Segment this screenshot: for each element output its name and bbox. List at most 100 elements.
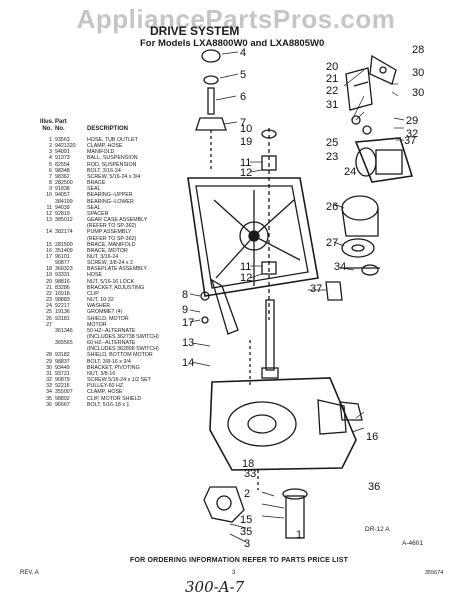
row-part-no: 94091 [55,149,70,156]
row-description: CLAMP, HOSE [87,389,123,396]
shaft-part [265,299,275,371]
row-part-no: 94057 [55,192,70,199]
row-illus-no: 19 [46,272,52,279]
header-part: Part [55,119,67,125]
row-illus-no: 34 [46,389,52,396]
row-description: SCREW, 5/16-24 x 3/4 [87,173,141,180]
table-row: (INCLUDES 362898 SWITCH) [40,346,220,352]
row-part-no: 93563 [55,137,70,143]
motor-part [354,137,414,183]
row-description: BEARING--UPPER [87,192,133,199]
row-illus-no: 14 [46,229,52,236]
row-description: SHIELD, BOTTOM MOTOR [87,352,153,359]
callout-number: 6 [240,91,246,103]
row-illus-no: 9 [49,186,52,193]
row-part-no: 96667 [55,401,70,408]
row-illus-no: 4 [49,155,52,162]
row-part-no: 98362 [55,173,70,180]
row-description: GEAR CASE ASSEMBLY [87,217,148,224]
row-description: NUT, 3/8-16 [87,370,116,377]
row-description: MOTOR [87,321,107,328]
row-description: SCREW, 3/8-24 x 2 [87,260,133,267]
row-illus-no: 8 [49,180,52,187]
row-illus-no: 36 [46,401,52,408]
page-title: DRIVE SYSTEM [150,24,240,38]
row-description: BOLT, 3/8-16 x 3/4 [87,358,131,365]
row-part-no: 384199 [55,198,73,205]
row-description: SEAL [87,204,101,211]
callout-number: 2 [244,488,250,500]
callout-number: 13 [182,337,194,349]
page-number: 3 [232,570,236,576]
callout-number: 11 [240,261,251,273]
row-description: (REFER TO SP-362) [87,223,137,230]
row-description: (INCLUDES 362738 SWITCH) [87,334,159,340]
row-part-no: 82554 [55,161,70,168]
row-part-no: 93331 [55,272,70,279]
callout-number: 20 [326,61,338,73]
row-part-no: 355007 [55,389,73,396]
row-illus-no: 13 [46,217,52,224]
row-description: SHIELD, MOTOR [87,315,129,322]
callout-number: 12 [240,167,252,179]
callout-number: 35 [240,526,252,538]
pivot-bracket-part [345,67,373,111]
row-illus-no: 3 [49,149,52,156]
pump-part [203,486,245,523]
row-description: MANIFOLD [87,149,115,156]
row-illus-no: 32 [46,377,52,384]
row-description: BRACKET, PIVOTING [87,364,140,371]
row-illus-no: 18 [46,266,52,273]
row-illus-no: 33 [46,383,52,390]
callout-number: 14 [182,357,194,369]
row-illus-no: 24 [46,303,52,310]
row-illus-no: 16 [46,247,52,254]
row-part-no: 96101 [55,253,70,260]
row-illus-no: 26 [46,315,52,322]
row-illus-no: 35 [46,395,52,402]
gear-case-part [209,377,357,471]
callout-number: 26 [326,201,338,213]
callout-number: 12 [240,272,252,284]
row-part-no: 9421320 [55,143,76,150]
header-illus: Illus. [40,119,54,125]
row-description: 50 HZ--ALTERNATE [87,327,136,334]
manifold-part [285,495,305,539]
row-description: GROMMET (4) [87,309,123,316]
table-row: (INCLUDES 362738 SWITCH) [40,334,220,340]
row-description: BOLT, 3/16-24 [87,167,121,174]
row-part-no: 93449 [55,364,70,371]
callout-number: 15 [240,514,252,526]
row-part-no: 93181 [55,315,70,322]
callout-number: 33 [244,468,256,480]
row-illus-no: 7 [49,173,52,180]
callout-number: 18 [242,458,254,470]
row-description: SEAL [87,186,101,193]
suspension-rod-part [207,87,215,115]
ordering-info: FOR ORDERING INFORMATION REFER TO PARTS … [130,557,349,564]
row-description: PUMP ASSEMBLY [87,229,132,236]
row-illus-no: 27 [46,321,52,328]
row-description: (REFER TO SP-362) [87,235,137,242]
row-description: NUT, 10-32 [87,297,114,304]
